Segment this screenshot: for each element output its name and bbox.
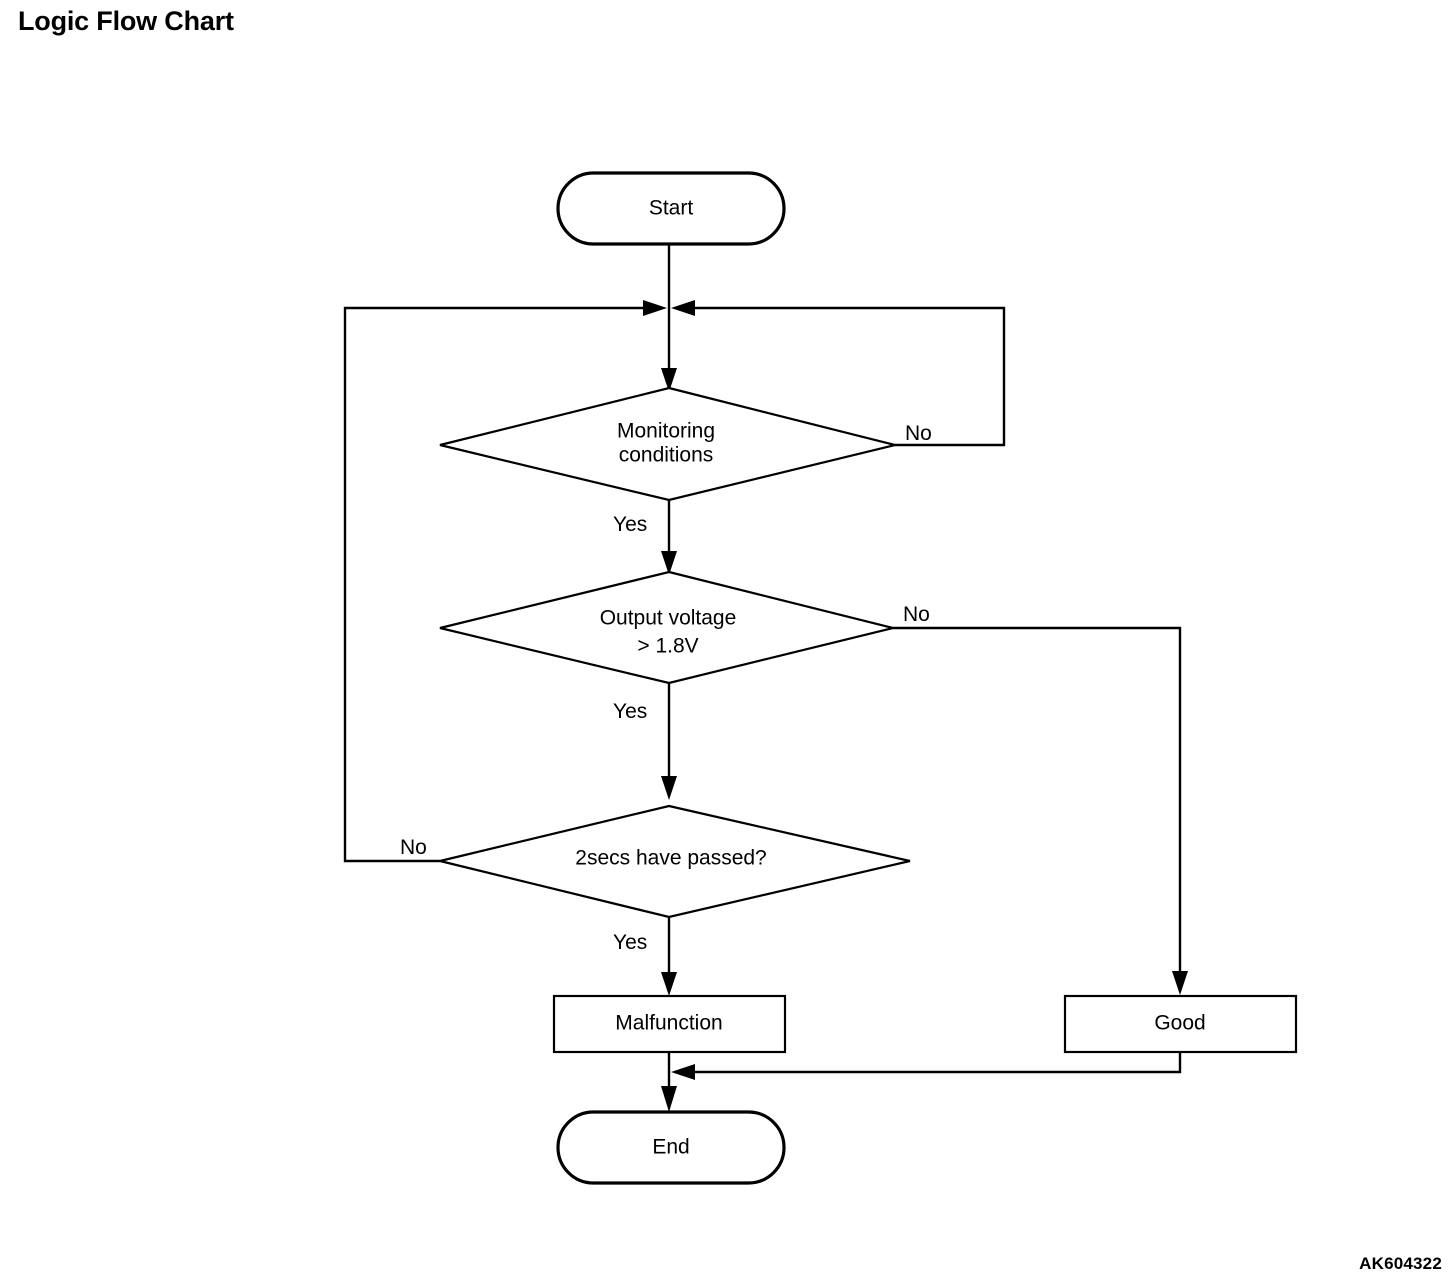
edge-monitoring-no-loopback [671, 300, 1006, 447]
edge-label-timer-yes: Yes [613, 931, 647, 954]
edge-timer-yes-to-malfunction [661, 917, 677, 996]
node-output-voltage-label-line2: > 1.8V [637, 635, 698, 658]
node-monitoring-conditions: Monitoring conditions [439, 386, 896, 502]
node-good: Good [1063, 994, 1298, 1054]
node-end-label: End [652, 1136, 689, 1159]
edge-good-to-end-merge [671, 1052, 1182, 1080]
edge-junction-to-monitoring [661, 308, 677, 392]
node-output-voltage-label-line1: Output voltage [600, 607, 737, 630]
edge-label-voltage-no: No [903, 603, 930, 626]
node-timer-check-label: 2secs have passed? [575, 847, 766, 870]
page-title: Logic Flow Chart [18, 6, 234, 36]
edge-label-timer-no: No [400, 836, 427, 859]
node-malfunction-label: Malfunction [615, 1012, 722, 1035]
edge-label-voltage-yes: Yes [613, 700, 647, 723]
edge-timer-no-loopback [343, 300, 667, 863]
edge-label-monitoring-no: No [905, 422, 932, 445]
edge-label-monitoring-yes: Yes [613, 513, 647, 536]
edge-monitoring-yes-to-voltage [661, 500, 677, 575]
node-good-label: Good [1154, 1012, 1205, 1035]
reference-code: AK604322 [1359, 1254, 1442, 1273]
node-monitoring-conditions-label-line1: Monitoring [617, 420, 715, 443]
edge-voltage-no-to-good [893, 626, 1188, 995]
node-start-label: Start [649, 197, 694, 220]
node-malfunction: Malfunction [552, 994, 787, 1054]
node-end: End [556, 1110, 786, 1185]
node-timer-check: 2secs have passed? [439, 804, 911, 919]
node-start: Start [556, 171, 786, 246]
edge-voltage-yes-to-timer [661, 683, 677, 800]
node-monitoring-conditions-label-line2: conditions [619, 444, 714, 467]
node-output-voltage: Output voltage > 1.8V [439, 570, 894, 685]
edge-malfunction-to-end [661, 1052, 677, 1112]
